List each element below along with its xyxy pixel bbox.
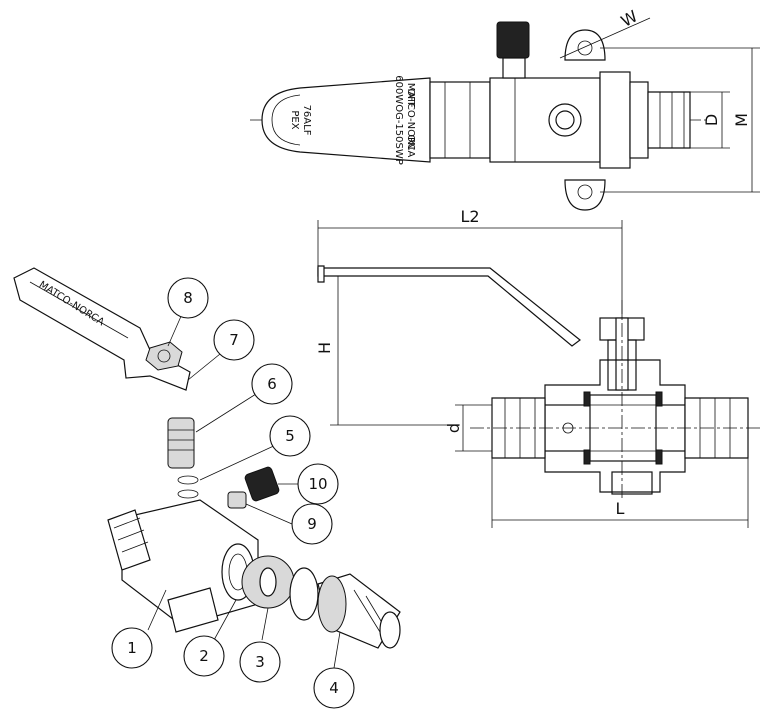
- o-ring-upper: [177, 475, 199, 485]
- handle-text: MATCO-NORCA 600WOG-150SWP 76ALF PEX: [289, 75, 416, 165]
- exploded-view: MATCO-NORCA: [13, 267, 401, 709]
- dim-l2-label: L2: [460, 207, 479, 226]
- drain-cap-icon: [496, 21, 530, 59]
- top-view-handle: [261, 77, 431, 163]
- svg-text:7: 7: [229, 331, 239, 349]
- exploded-left-barb: [107, 509, 151, 571]
- svg-text:5: 5: [285, 427, 295, 445]
- callout-6: 6: [251, 363, 293, 405]
- handle-text-line-1: MATCO-NORCA: [405, 83, 416, 158]
- dim-l-label: L: [616, 499, 625, 518]
- handle-text-line-2: 600WOG-150SWP: [393, 75, 404, 165]
- callout-2: 2: [183, 635, 225, 677]
- callout-7: 7: [213, 319, 255, 361]
- dim-m-label: M: [732, 113, 751, 127]
- callout-5: 5: [269, 415, 311, 457]
- seat-ring: [289, 567, 319, 621]
- mount-ear-top: [564, 29, 606, 61]
- svg-text:1: 1: [127, 639, 137, 657]
- dim-d-small-label: d: [444, 423, 463, 433]
- handle-text-line-3: 76ALF: [301, 105, 312, 136]
- handle-text-line-4: PEX: [289, 110, 300, 129]
- svg-text:10: 10: [308, 475, 327, 493]
- callout-4: 4: [313, 667, 355, 709]
- off-label: OFF: [405, 88, 416, 108]
- section-handle: [317, 267, 581, 347]
- top-view: MATCO-NORCA 600WOG-150SWP 76ALF PEX OFF …: [250, 6, 760, 211]
- svg-text:6: 6: [267, 375, 277, 393]
- dim-h-label: H: [315, 342, 334, 354]
- dim-d-label: D: [702, 114, 721, 126]
- callout-1: 1: [111, 627, 153, 669]
- svg-text:8: 8: [183, 289, 193, 307]
- drain-plug: [227, 491, 247, 509]
- top-view-body: [489, 77, 601, 163]
- o-ring-lower: [177, 489, 199, 499]
- svg-text:3: 3: [255, 653, 265, 671]
- mount-ear-bottom: [564, 179, 606, 211]
- callout-9: 9: [291, 503, 333, 545]
- on-label: ON: [405, 134, 416, 149]
- callout-3: 3: [239, 641, 281, 683]
- svg-text:2: 2: [199, 647, 209, 665]
- section-view: L2 H: [315, 207, 760, 528]
- svg-text:9: 9: [307, 515, 317, 533]
- drain-cap: [244, 466, 280, 502]
- callout-8: 8: [167, 277, 209, 319]
- callout-10: 10: [297, 463, 339, 505]
- section-body: [544, 359, 686, 493]
- svg-text:4: 4: [329, 679, 339, 697]
- stem: [167, 417, 195, 469]
- dim-w-label: W: [618, 6, 641, 30]
